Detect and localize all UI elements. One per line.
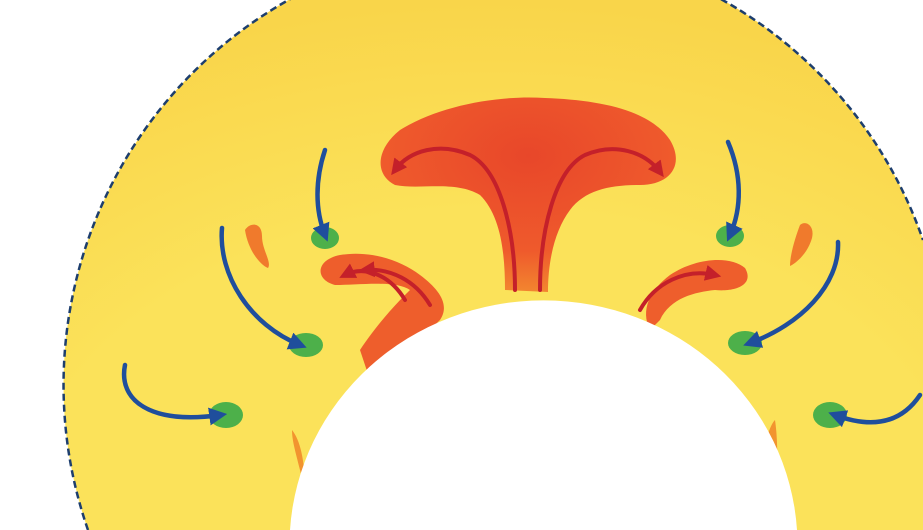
cold-halo bbox=[728, 331, 762, 355]
cold-halo bbox=[813, 402, 847, 428]
cold-halo bbox=[289, 333, 323, 357]
